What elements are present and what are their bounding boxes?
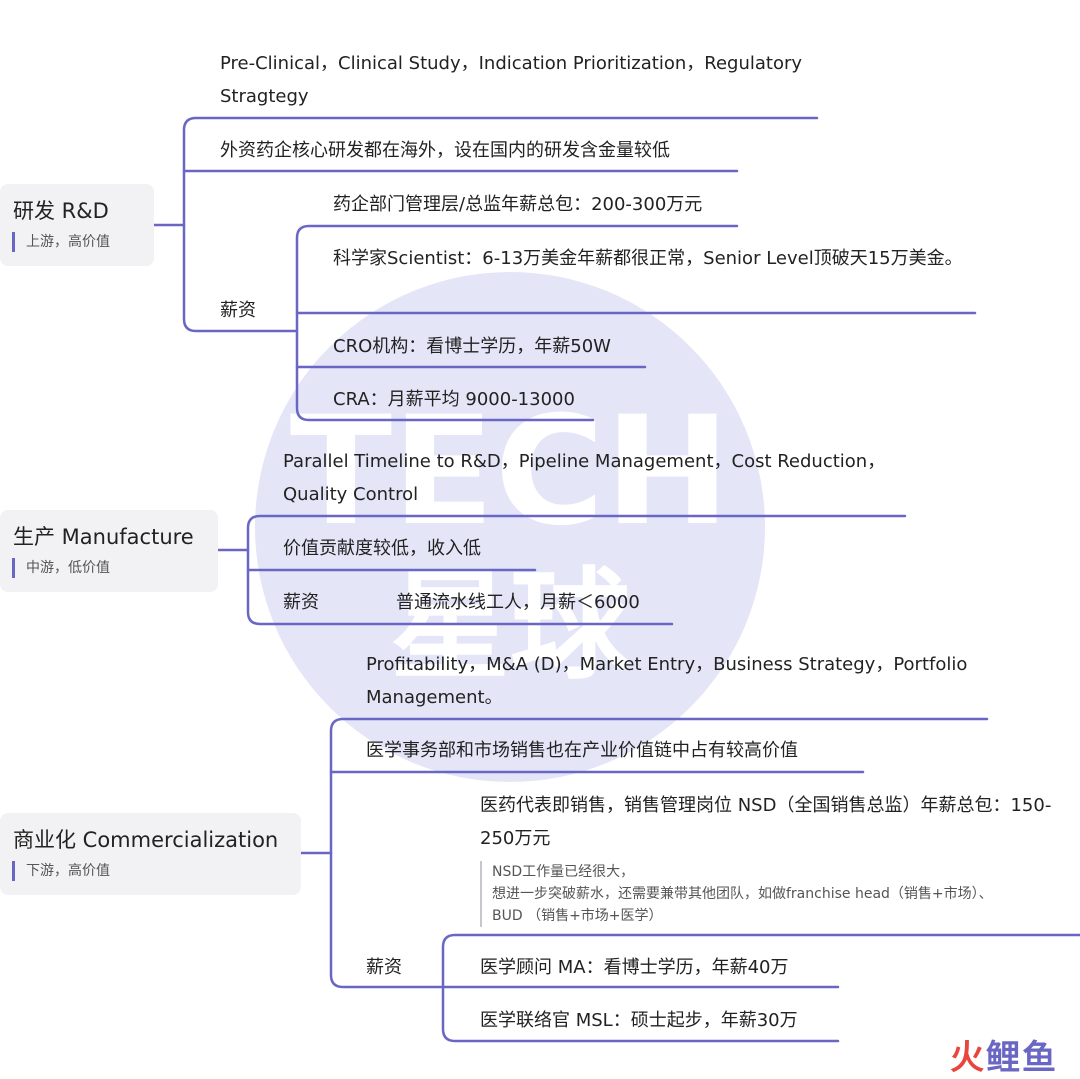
com-salary-item[interactable]: 医药代表即销售，销售管理岗位 NSD（全国销售总监）年薪总包：150-250万元 bbox=[480, 795, 1052, 849]
mfg-salary-item[interactable]: 普通流水线工人，月薪＜6000 bbox=[396, 592, 640, 613]
brand-logo-part2: 鲤鱼 bbox=[986, 1038, 1058, 1078]
connector-line bbox=[329, 717, 989, 989]
root-manufacture[interactable]: 生产 Manufacture 中游，低价值 bbox=[0, 510, 218, 592]
rd-salary-item[interactable]: 科学家Scientist：6-13万美金年薪都很正常，Senior Level顶… bbox=[333, 248, 963, 269]
com-salary-note: NSD工作量已经很大， 想进一步突破薪水，还需要兼带其他团队，如做franchi… bbox=[480, 861, 993, 927]
connector-line bbox=[295, 224, 739, 422]
com-salary-note-line: 想进一步突破薪水，还需要兼带其他团队，如做franchise head（销售+市… bbox=[492, 886, 993, 902]
root-manufacture-note: 中游，低价值 bbox=[12, 558, 110, 578]
root-commercialization-title: 商业化 Commercialization bbox=[13, 828, 279, 852]
brand-logo-part1: 火 bbox=[950, 1038, 986, 1078]
root-rd-title: 研发 R&D bbox=[13, 199, 109, 223]
root-rd[interactable]: 研发 R&D 上游，高价值 bbox=[0, 184, 154, 266]
com-salary-item[interactable]: 医学联络官 MSL：硕士起步，年薪30万 bbox=[480, 1010, 798, 1031]
rd-salary-item[interactable]: CRO机构：看博士学历，年薪50W bbox=[333, 336, 611, 357]
mfg-insight[interactable]: 价值贡献度较低，收入低 bbox=[283, 538, 481, 559]
rd-salary-item[interactable]: 药企部门管理层/总监年薪总包：200-300万元 bbox=[333, 194, 703, 215]
root-commercialization[interactable]: 商业化 Commercialization 下游，高价值 bbox=[0, 813, 301, 895]
rd-salary-label[interactable]: 薪资 bbox=[220, 300, 256, 321]
mfg-areas[interactable]: Parallel Timeline to R&D，Pipeline Manage… bbox=[283, 451, 886, 505]
brand-logo: 火鲤鱼 bbox=[950, 1030, 1058, 1079]
rd-areas[interactable]: Pre-Clinical，Clinical Study，Indication P… bbox=[220, 53, 803, 107]
root-rd-note: 上游，高价值 bbox=[12, 232, 110, 252]
com-insight[interactable]: 医学事务部和市场销售也在产业价值链中占有较高价值 bbox=[366, 740, 798, 761]
root-commercialization-note: 下游，高价值 bbox=[12, 861, 110, 881]
watermark-text-tech: TECH bbox=[289, 385, 731, 559]
com-areas[interactable]: Profitability，M&A (D)，Market Entry，Busin… bbox=[366, 654, 968, 708]
watermark: TECH 星球 bbox=[255, 272, 765, 782]
root-manufacture-title: 生产 Manufacture bbox=[13, 525, 194, 549]
com-salary-note-line: BUD （销售+市场+医学） bbox=[492, 908, 663, 924]
watermark-text-planet: 星球 bbox=[390, 557, 630, 696]
rd-salary-item[interactable]: CRA：月薪平均 9000-13000 bbox=[333, 389, 575, 410]
rd-insight[interactable]: 外资药企核心研发都在海外，设在国内的研发含金量较低 bbox=[220, 140, 670, 161]
com-salary-note-line: NSD工作量已经很大， bbox=[492, 864, 635, 880]
com-salary-item[interactable]: 医学顾问 MA：看博士学历，年薪40万 bbox=[480, 957, 789, 978]
com-salary-label[interactable]: 薪资 bbox=[366, 957, 402, 978]
mfg-salary-label[interactable]: 薪资 bbox=[283, 592, 319, 613]
connector-line bbox=[182, 116, 819, 333]
